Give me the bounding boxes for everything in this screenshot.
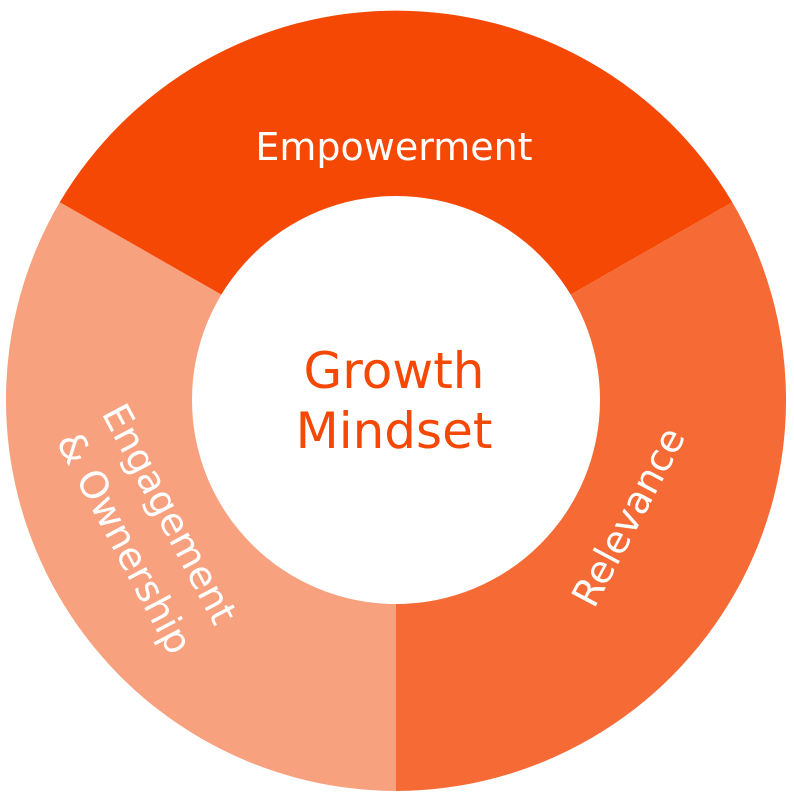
engagement-segment bbox=[5, 202, 396, 791]
center-title-line1: Growth bbox=[304, 342, 485, 400]
empowerment-segment bbox=[59, 10, 733, 297]
center-circle bbox=[192, 196, 600, 604]
empowerment-label: Empowerment bbox=[255, 125, 532, 169]
center-title-line2: Mindset bbox=[296, 402, 493, 460]
relevance-segment bbox=[396, 202, 787, 791]
